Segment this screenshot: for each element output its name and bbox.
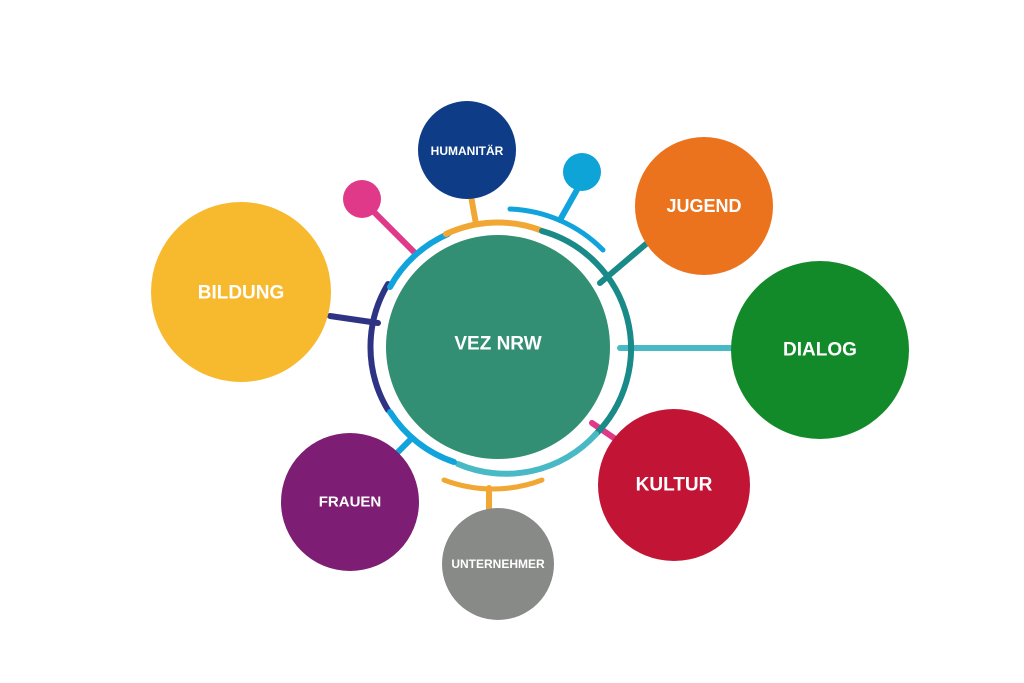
blue-dot <box>563 153 601 191</box>
dialog-circle <box>731 261 909 439</box>
ring-arc-top-orange <box>443 219 543 237</box>
unternehmer-circle <box>442 508 554 620</box>
ring-arc-bottomleft-blue <box>387 409 457 465</box>
center-node[interactable]: VEZ NRW <box>386 235 610 459</box>
outer-arc-bottom-orange <box>441 477 545 492</box>
bildung-circle <box>151 202 331 382</box>
connector-pink-dot <box>369 207 417 255</box>
ring-arc-right-teal <box>539 228 634 439</box>
center-rings <box>367 206 634 492</box>
bildung-label: BILDUNG <box>198 283 285 304</box>
node-kultur[interactable]: KULTUR <box>598 409 750 561</box>
connector-blue-dot <box>557 185 581 223</box>
jugend-circle <box>635 137 773 275</box>
jugend-label: JUGEND <box>666 196 741 216</box>
node-humanitaer[interactable]: HUMANITÄR <box>418 101 516 199</box>
center-label: VEZ NRW <box>454 334 541 355</box>
kultur-circle <box>598 409 750 561</box>
connector-humanitaer <box>468 193 479 227</box>
node-frauen[interactable]: FRAUEN <box>281 433 419 571</box>
outer-arc-top-blue <box>507 206 606 253</box>
node-dialog[interactable]: DIALOG <box>731 261 909 439</box>
kultur-label: KULTUR <box>636 475 713 496</box>
dialog-label: DIALOG <box>783 340 857 361</box>
center-circle <box>386 235 610 459</box>
node-bildung[interactable]: BILDUNG <box>151 202 331 382</box>
node-unternehmer[interactable]: UNTERNEHMER <box>442 508 554 620</box>
unternehmer-label: UNTERNEHMER <box>451 557 545 571</box>
ring-arc-left-navy <box>367 281 391 413</box>
pink-dot <box>343 180 381 218</box>
frauen-circle <box>281 433 419 571</box>
node-jugend[interactable]: JUGEND <box>635 137 773 275</box>
ring-arc-left-blue <box>387 231 451 290</box>
ring-arc-bottom-lightteal <box>455 431 599 477</box>
humanitaer-circle <box>418 101 516 199</box>
frauen-label: FRAUEN <box>319 494 382 511</box>
humanitaer-label: HUMANITÄR <box>431 143 504 158</box>
connector-frauen <box>395 435 415 455</box>
